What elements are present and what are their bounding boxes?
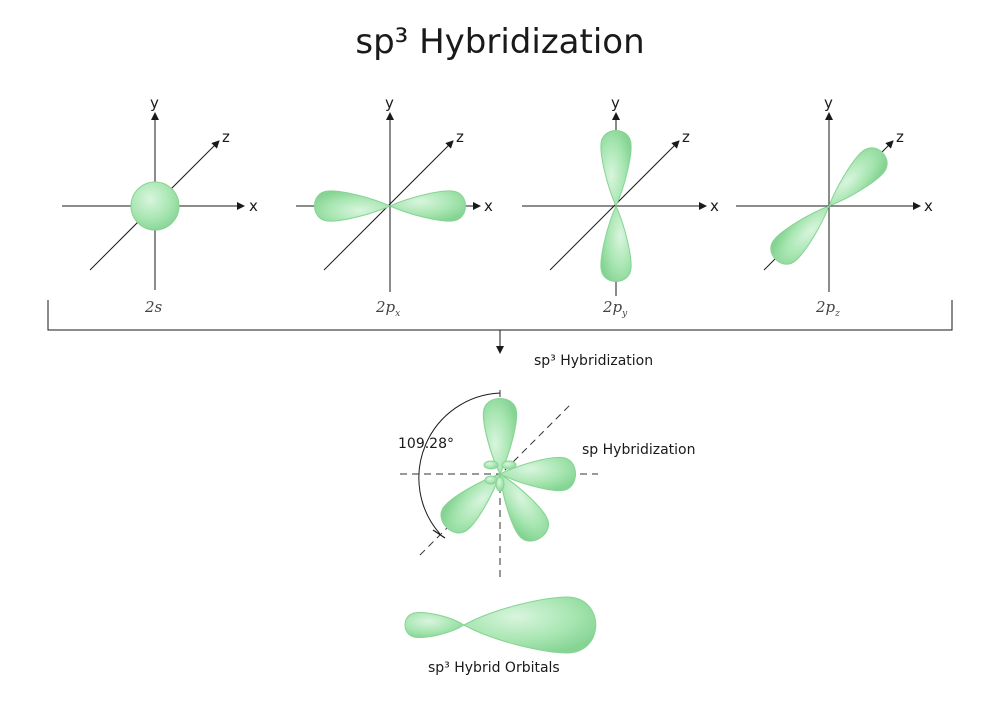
- px-lobe-right: [389, 190, 466, 222]
- z-axis-label: z: [896, 128, 904, 146]
- py-lobe-down: [600, 205, 632, 282]
- x-axis-label: x: [484, 197, 493, 215]
- y-axis-label: y: [611, 94, 620, 112]
- z-axis: [549, 140, 680, 271]
- small-back-lobe: [484, 475, 498, 485]
- orbital-caption-2s: 2s: [144, 298, 163, 316]
- sp3-hybrid-orbitals-label: sp³ Hybrid Orbitals: [428, 660, 560, 676]
- small-back-lobe: [501, 460, 517, 470]
- panel-2py: x y z 2py: [522, 94, 719, 319]
- s-orbital-sphere: [130, 181, 180, 231]
- small-back-lobe: [483, 460, 499, 470]
- arc-end-tick: [432, 529, 446, 539]
- diagram-title: sp³ Hybridization: [355, 22, 645, 62]
- z-axis-label: z: [222, 128, 230, 146]
- pz-lobe-back: [764, 194, 841, 271]
- orbital-caption-2px: 2px: [375, 298, 400, 319]
- py-lobe-up: [600, 130, 632, 207]
- x-axis-label: x: [924, 197, 933, 215]
- x-axis-label: x: [710, 197, 719, 215]
- px-lobe-left: [314, 190, 391, 222]
- z-axis-label: z: [682, 128, 690, 146]
- hybrid-small-lobe: [404, 612, 465, 638]
- small-back-lobe: [495, 476, 505, 492]
- orbital-caption-2py: 2py: [602, 298, 628, 319]
- y-axis-label: y: [385, 94, 394, 112]
- hybrid-large-lobe: [462, 596, 597, 654]
- sp-hybridization-label: sp Hybridization: [582, 442, 696, 458]
- x-axis-label: x: [249, 197, 258, 215]
- bond-angle-label: 109.28°: [398, 436, 454, 452]
- y-axis-label: y: [824, 94, 833, 112]
- sp3-orbital-cluster: 109.28°: [398, 390, 598, 582]
- panel-2pz: x y z 2pz: [736, 94, 933, 319]
- orbital-caption-2pz: 2pz: [815, 298, 840, 319]
- sp3-hybridization-label: sp³ Hybridization: [534, 353, 653, 369]
- panel-2s: x y z 2s: [62, 94, 258, 316]
- panel-2px: x y z 2px: [296, 94, 493, 319]
- bond-angle-arc: [418, 392, 501, 535]
- sp3-hybrid-orbital: [404, 596, 597, 654]
- y-axis-label: y: [150, 94, 159, 112]
- z-axis-label: z: [456, 128, 464, 146]
